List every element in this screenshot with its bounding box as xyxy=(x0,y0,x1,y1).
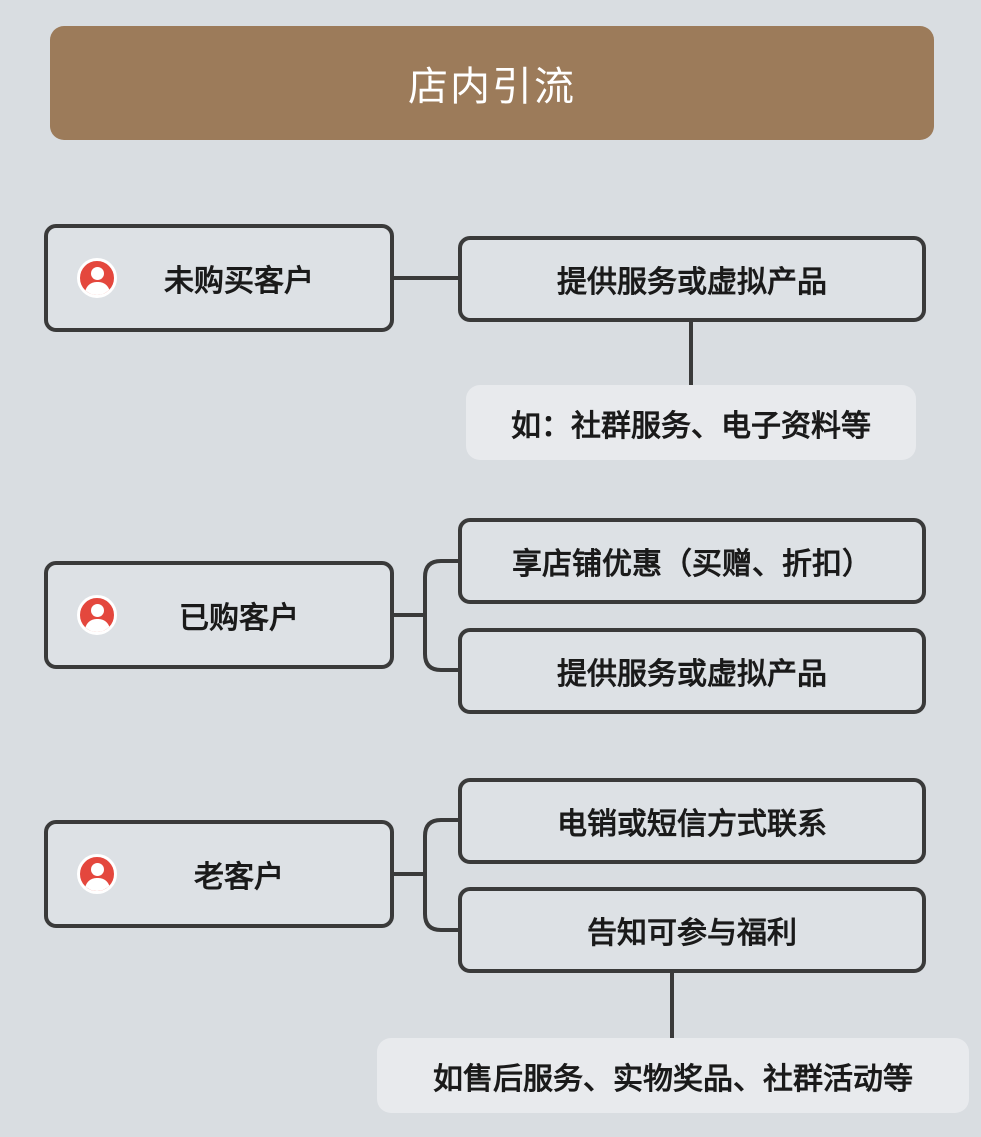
title-banner: 店内引流 xyxy=(50,26,934,140)
note-label: 如售后服务、实物奖品、社群活动等 xyxy=(433,1061,913,1097)
action-box: 享店铺优惠（买赠、折扣） xyxy=(458,518,926,604)
customer-box-unpurchased: 未购买客户 xyxy=(44,224,394,332)
action-box: 电销或短信方式联系 xyxy=(458,778,926,864)
user-icon xyxy=(77,595,117,635)
action-label: 提供服务或虚拟产品 xyxy=(557,265,827,300)
action-label: 电销或短信方式联系 xyxy=(557,807,827,842)
user-icon xyxy=(77,854,117,894)
action-box: 告知可参与福利 xyxy=(458,887,926,973)
user-icon xyxy=(77,258,117,298)
customer-box-returning: 老客户 xyxy=(44,820,394,928)
customer-label: 老客户 xyxy=(194,860,284,895)
diagram-title: 店内引流 xyxy=(408,64,576,110)
customer-label: 未购买客户 xyxy=(164,264,314,299)
action-box: 提供服务或虚拟产品 xyxy=(458,236,926,322)
action-label: 提供服务或虚拟产品 xyxy=(557,657,827,692)
action-box: 提供服务或虚拟产品 xyxy=(458,628,926,714)
note-label: 如：社群服务、电子资料等 xyxy=(511,408,871,444)
customer-box-purchased: 已购客户 xyxy=(44,561,394,669)
customer-label: 已购客户 xyxy=(179,601,299,636)
action-label: 告知可参与福利 xyxy=(587,916,797,951)
example-note: 如售后服务、实物奖品、社群活动等 xyxy=(377,1038,969,1113)
action-label: 享店铺优惠（买赠、折扣） xyxy=(512,547,872,582)
example-note: 如：社群服务、电子资料等 xyxy=(466,385,916,460)
